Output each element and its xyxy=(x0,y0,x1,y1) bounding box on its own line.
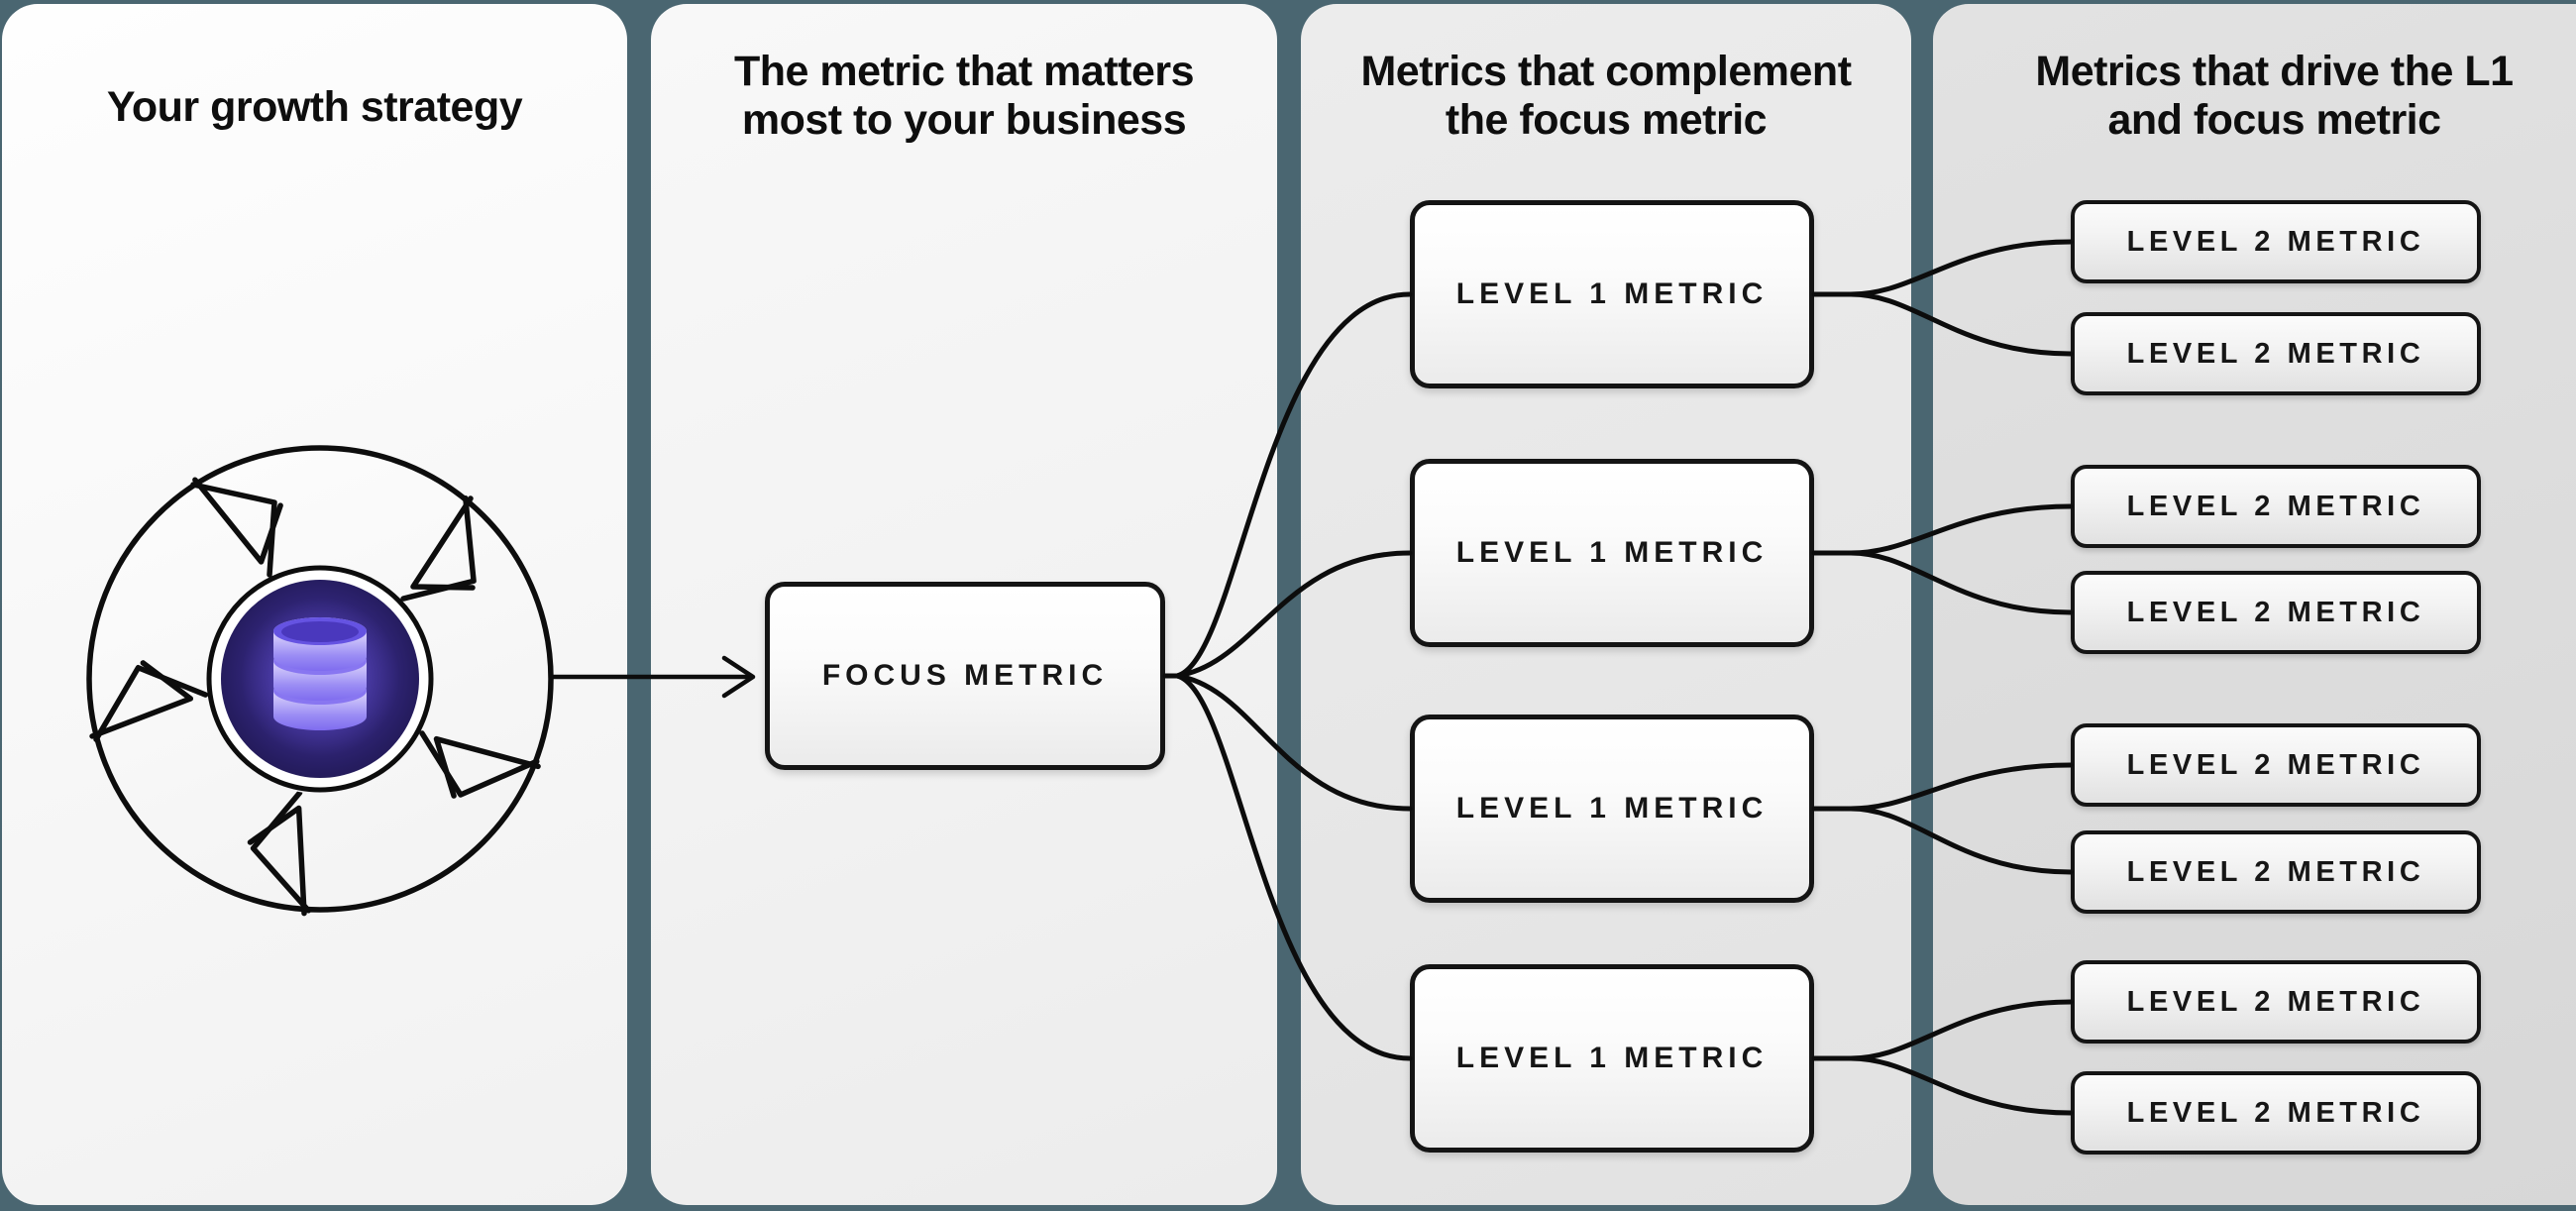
level2-metric-label: LEVEL 2 METRIC xyxy=(2126,748,2425,781)
level1-metric-box: LEVEL 1 METRIC xyxy=(1410,964,1814,1153)
panel-title-line: Metrics that drive the L1 xyxy=(2035,48,2514,95)
panel-title-line: The metric that matters xyxy=(733,48,1195,95)
panel-title-line: and focus metric xyxy=(2107,96,2441,144)
panel-title-level2-metrics: Metrics that drive the L1 and focus metr… xyxy=(1933,4,2576,145)
panel-title-line: Your growth strategy xyxy=(106,83,523,131)
level1-metric-box: LEVEL 1 METRIC xyxy=(1410,200,1814,388)
level1-metric-label: LEVEL 1 METRIC xyxy=(1455,1042,1769,1074)
level2-metric-label: LEVEL 2 METRIC xyxy=(2126,985,2425,1018)
level2-metric-label: LEVEL 2 METRIC xyxy=(2126,1096,2425,1129)
level1-metric-label: LEVEL 1 METRIC xyxy=(1455,536,1769,569)
focus-metric-label: FOCUS METRIC xyxy=(821,659,1109,692)
level1-metric-box: LEVEL 1 METRIC xyxy=(1410,459,1814,647)
level2-metric-box: LEVEL 2 METRIC xyxy=(2071,465,2481,548)
panel-title-line: the focus metric xyxy=(1445,96,1768,144)
focus-metric-box: FOCUS METRIC xyxy=(765,582,1165,770)
level1-metric-box: LEVEL 1 METRIC xyxy=(1410,715,1814,903)
level2-metric-box: LEVEL 2 METRIC xyxy=(2071,571,2481,654)
level2-metric-box: LEVEL 2 METRIC xyxy=(2071,960,2481,1044)
level2-metric-label: LEVEL 2 METRIC xyxy=(2126,225,2425,258)
level1-metric-label: LEVEL 1 METRIC xyxy=(1455,792,1769,825)
level2-metric-box: LEVEL 2 METRIC xyxy=(2071,1071,2481,1155)
level2-metric-label: LEVEL 2 METRIC xyxy=(2126,490,2425,522)
level2-metric-box: LEVEL 2 METRIC xyxy=(2071,312,2481,395)
level2-metric-box: LEVEL 2 METRIC xyxy=(2071,723,2481,807)
panel-title-line: Metrics that complement xyxy=(1360,48,1852,95)
level2-metric-box: LEVEL 2 METRIC xyxy=(2071,830,2481,914)
level1-metric-label: LEVEL 1 METRIC xyxy=(1455,277,1769,310)
panel-growth-strategy: Your growth strategy xyxy=(2,4,627,1205)
panel-title-focus-metric: The metric that matters most to your bus… xyxy=(651,4,1277,145)
level2-metric-label: LEVEL 2 METRIC xyxy=(2126,596,2425,628)
level2-metric-label: LEVEL 2 METRIC xyxy=(2126,337,2425,370)
panel-title-level1-metrics: Metrics that complement the focus metric xyxy=(1301,4,1911,145)
level2-metric-label: LEVEL 2 METRIC xyxy=(2126,855,2425,888)
level2-metric-box: LEVEL 2 METRIC xyxy=(2071,200,2481,283)
panel-title-line: most to your business xyxy=(741,96,1187,144)
panel-title-growth-strategy: Your growth strategy xyxy=(2,4,627,132)
